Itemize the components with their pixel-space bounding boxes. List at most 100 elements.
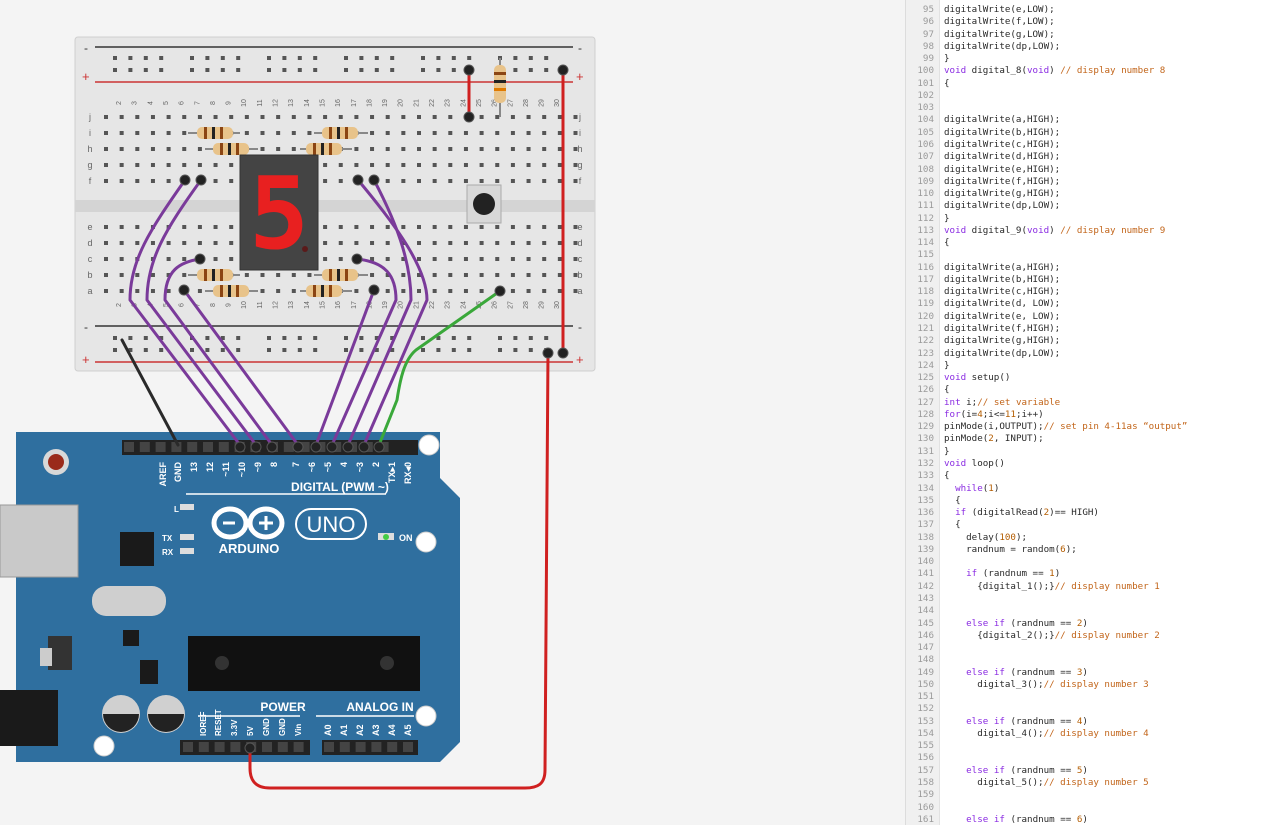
code-text[interactable]: digitalWrite(g,HIGH); bbox=[944, 335, 1061, 347]
code-text[interactable]: digital_4();// display number 4 bbox=[944, 727, 1149, 739]
code-line[interactable]: 144 bbox=[906, 605, 1278, 617]
code-text[interactable]: digitalWrite(dp,LOW); bbox=[944, 347, 1061, 359]
resistor[interactable] bbox=[188, 269, 240, 281]
code-line[interactable]: 154 digital_4();// display number 4 bbox=[906, 728, 1278, 740]
code-text[interactable]: { bbox=[944, 77, 950, 89]
code-text[interactable]: else if (randnum == 3) bbox=[966, 666, 1088, 678]
code-text[interactable]: else if (randnum == 2) bbox=[966, 617, 1088, 629]
resistor[interactable] bbox=[205, 285, 258, 297]
code-text[interactable]: void digital_8(void) // display number 8 bbox=[944, 65, 1166, 77]
code-text[interactable]: else if (randnum == 4) bbox=[966, 715, 1088, 727]
code-text[interactable]: } bbox=[944, 53, 950, 65]
code-text[interactable]: randnum = random(6); bbox=[944, 543, 1077, 555]
code-line[interactable]: 161 else if (randnum == 6) bbox=[906, 814, 1278, 825]
code-line[interactable]: 139 randnum = random(6); bbox=[906, 544, 1278, 556]
code-line[interactable]: 147 bbox=[906, 642, 1278, 654]
code-text[interactable]: for(i=4;i<=11;i++) bbox=[944, 408, 1044, 420]
code-line[interactable]: 112} bbox=[906, 213, 1278, 225]
code-text[interactable]: int i;// set variable bbox=[944, 396, 1061, 408]
code-text[interactable]: digital_5();// display number 5 bbox=[944, 777, 1149, 788]
resistor[interactable] bbox=[300, 285, 352, 297]
code-text[interactable]: {digital_2();}// display number 2 bbox=[944, 629, 1160, 641]
code-line[interactable]: 137 { bbox=[906, 519, 1278, 531]
code-text[interactable]: while(1) bbox=[955, 482, 1000, 494]
code-line[interactable]: 138 delay(100); bbox=[906, 532, 1278, 544]
code-line[interactable]: 156 bbox=[906, 752, 1278, 764]
code-text[interactable]: digitalWrite(g,HIGH); bbox=[944, 188, 1061, 200]
code-line[interactable]: 153 else if (randnum == 4) bbox=[906, 716, 1278, 728]
code-line[interactable]: 151 bbox=[906, 691, 1278, 703]
code-text[interactable]: delay(100); bbox=[944, 531, 1028, 543]
code-line[interactable]: 124} bbox=[906, 360, 1278, 372]
code-text[interactable]: { bbox=[944, 494, 961, 506]
resistor-vertical[interactable] bbox=[494, 58, 506, 117]
code-text[interactable]: digitalWrite(dp,LOW); bbox=[944, 200, 1061, 212]
code-text[interactable]: digitalWrite(g,LOW); bbox=[944, 28, 1055, 40]
code-text[interactable]: void digital_9(void) // display number 9 bbox=[944, 224, 1166, 236]
code-text[interactable]: digitalWrite(c,HIGH); bbox=[944, 286, 1061, 298]
resistors[interactable] bbox=[188, 58, 506, 297]
code-line[interactable]: 102 bbox=[906, 90, 1278, 102]
code-text[interactable]: digital_3();// display number 3 bbox=[944, 678, 1149, 690]
code-line[interactable]: 149 else if (randnum == 3) bbox=[906, 667, 1278, 679]
code-line[interactable]: 134 while(1) bbox=[906, 483, 1278, 495]
code-line[interactable]: 155 bbox=[906, 740, 1278, 752]
resistor[interactable] bbox=[314, 127, 368, 139]
code-line[interactable]: 101{ bbox=[906, 78, 1278, 90]
resistor[interactable] bbox=[314, 269, 368, 281]
code-line[interactable]: 148 bbox=[906, 654, 1278, 666]
code-text[interactable]: digitalWrite(d,HIGH); bbox=[944, 151, 1061, 163]
code-line[interactable]: 99} bbox=[906, 53, 1278, 65]
code-text[interactable]: { bbox=[944, 519, 961, 531]
code-text[interactable]: { bbox=[944, 470, 950, 482]
code-text[interactable]: digitalWrite(b,HIGH); bbox=[944, 273, 1061, 285]
code-text[interactable]: pinMode(i,OUTPUT);// set pin 4-11as “out… bbox=[944, 421, 1188, 433]
wires[interactable] bbox=[120, 68, 565, 790]
seven-segment-display[interactable]: 5 bbox=[239, 154, 319, 272]
code-line[interactable]: 136 if (digitalRead(2)== HIGH) bbox=[906, 507, 1278, 519]
code-text[interactable]: digitalWrite(e,HIGH); bbox=[944, 163, 1061, 175]
code-text[interactable]: digitalWrite(dp,LOW); bbox=[944, 40, 1061, 52]
code-text[interactable]: pinMode(2, INPUT); bbox=[944, 433, 1044, 445]
code-line[interactable]: 141 if (randnum == 1) bbox=[906, 568, 1278, 580]
code-text[interactable]: digitalWrite(f,LOW); bbox=[944, 16, 1055, 28]
code-text[interactable]: if (randnum == 1) bbox=[966, 568, 1061, 580]
code-text[interactable]: digitalWrite(e,LOW); bbox=[944, 4, 1055, 15]
resistor[interactable] bbox=[188, 127, 240, 139]
code-line[interactable]: 146 {digital_2();}// display number 2 bbox=[906, 630, 1278, 642]
code-line[interactable]: 150 digital_3();// display number 3 bbox=[906, 679, 1278, 691]
code-line[interactable]: 133{ bbox=[906, 470, 1278, 482]
code-text[interactable]: } bbox=[944, 212, 950, 224]
code-line[interactable]: 142 {digital_1();}// display number 1 bbox=[906, 581, 1278, 593]
code-line[interactable]: 140 bbox=[906, 556, 1278, 568]
resistor[interactable] bbox=[205, 143, 258, 155]
code-text[interactable]: digitalWrite(a,HIGH); bbox=[944, 114, 1061, 126]
code-text[interactable]: if (digitalRead(2)== HIGH) bbox=[955, 507, 1099, 519]
code-line[interactable]: 131} bbox=[906, 446, 1278, 458]
code-line[interactable]: 143 bbox=[906, 593, 1278, 605]
circuit-svg[interactable]: - + - + - + - + 223344556677889910101111… bbox=[0, 0, 905, 825]
